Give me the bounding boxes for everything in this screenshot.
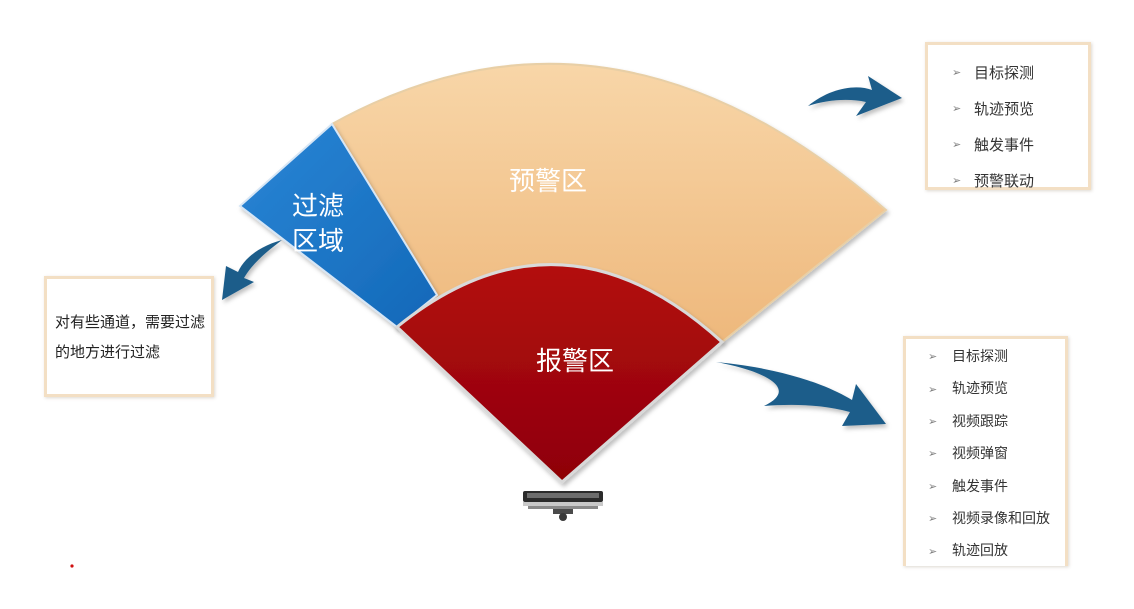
triangle-right-icon: ➢	[952, 102, 962, 115]
list-item: ➢ 目标探测	[928, 341, 1065, 373]
triangle-right-icon: ➢	[928, 414, 938, 428]
list-item: ➢ 轨迹回放	[928, 535, 1065, 567]
filter-zone-label-line1: 过滤	[292, 192, 344, 222]
list-item-label: 轨迹回放	[952, 543, 1008, 560]
list-item-label: 轨迹预览	[974, 100, 1035, 118]
list-item: ➢ 预警联动	[952, 163, 1088, 199]
list-item-label: 视频跟踪	[952, 413, 1008, 430]
warning-features-box: ➢ 目标探测 ➢ 轨迹预览 ➢ 触发事件 ➢ 预警联动	[925, 42, 1091, 190]
list-item-label: 目标探测	[974, 64, 1035, 82]
list-item-label: 视频录像和回放	[952, 510, 1050, 527]
list-item: ➢ 轨迹预览	[928, 373, 1065, 405]
list-item: ➢ 触发事件	[952, 127, 1088, 163]
list-item-label: 触发事件	[974, 136, 1035, 154]
filter-callout-arrow-icon	[222, 240, 282, 300]
list-item: ➢ 视频弹窗	[928, 438, 1065, 470]
filter-zone	[238, 122, 439, 329]
list-item: ➢ 视频录像和回放	[928, 503, 1065, 535]
list-item: ➢ 轨迹预览	[952, 91, 1088, 127]
triangle-right-icon: ➢	[928, 479, 938, 493]
triangle-right-icon: ➢	[952, 138, 962, 151]
triangle-right-icon: ➢	[952, 174, 962, 187]
list-item: ➢ 触发事件	[928, 471, 1065, 503]
alarm-zone	[394, 263, 725, 485]
list-item-label: 轨迹预览	[952, 381, 1008, 398]
alarm-zone-label: 报警区	[536, 347, 614, 377]
alarm-features-box: ➢ 目标探测 ➢ 轨迹预览 ➢ 视频跟踪 ➢ 视频弹窗 ➢ 触发事件 ➢ 视频录像和回放 ➢…	[903, 336, 1068, 566]
triangle-right-icon: ➢	[928, 382, 938, 396]
triangle-right-icon: ➢	[928, 349, 938, 363]
filter-note-box: 对有些通道，需要过滤的地方进行过滤	[44, 276, 214, 397]
alarm-callout-arrow-icon	[716, 362, 886, 426]
triangle-right-icon: ➢	[928, 544, 938, 558]
list-item-label: 目标探测	[952, 349, 1008, 365]
list-item: ➢ 视频跟踪	[928, 406, 1065, 438]
list-item-label: 触发事件	[952, 478, 1008, 495]
list-item: ➢ 目标探测	[952, 55, 1088, 91]
list-item-label: 视频弹窗	[952, 446, 1008, 463]
triangle-right-icon: ➢	[952, 66, 962, 79]
triangle-right-icon: ➢	[928, 447, 938, 461]
warning-zone-label: 预警区	[509, 167, 587, 197]
list-item-label: 预警联动	[974, 172, 1035, 190]
warning-callout-arrow-icon	[808, 76, 902, 116]
filter-note-text: 对有些通道，需要过滤的地方进行过滤	[55, 312, 206, 361]
filter-zone-label-line2: 区域	[292, 227, 344, 257]
triangle-right-icon: ➢	[928, 511, 938, 525]
radar-camera-icon	[523, 491, 603, 521]
red-dot-mark	[70, 564, 74, 568]
